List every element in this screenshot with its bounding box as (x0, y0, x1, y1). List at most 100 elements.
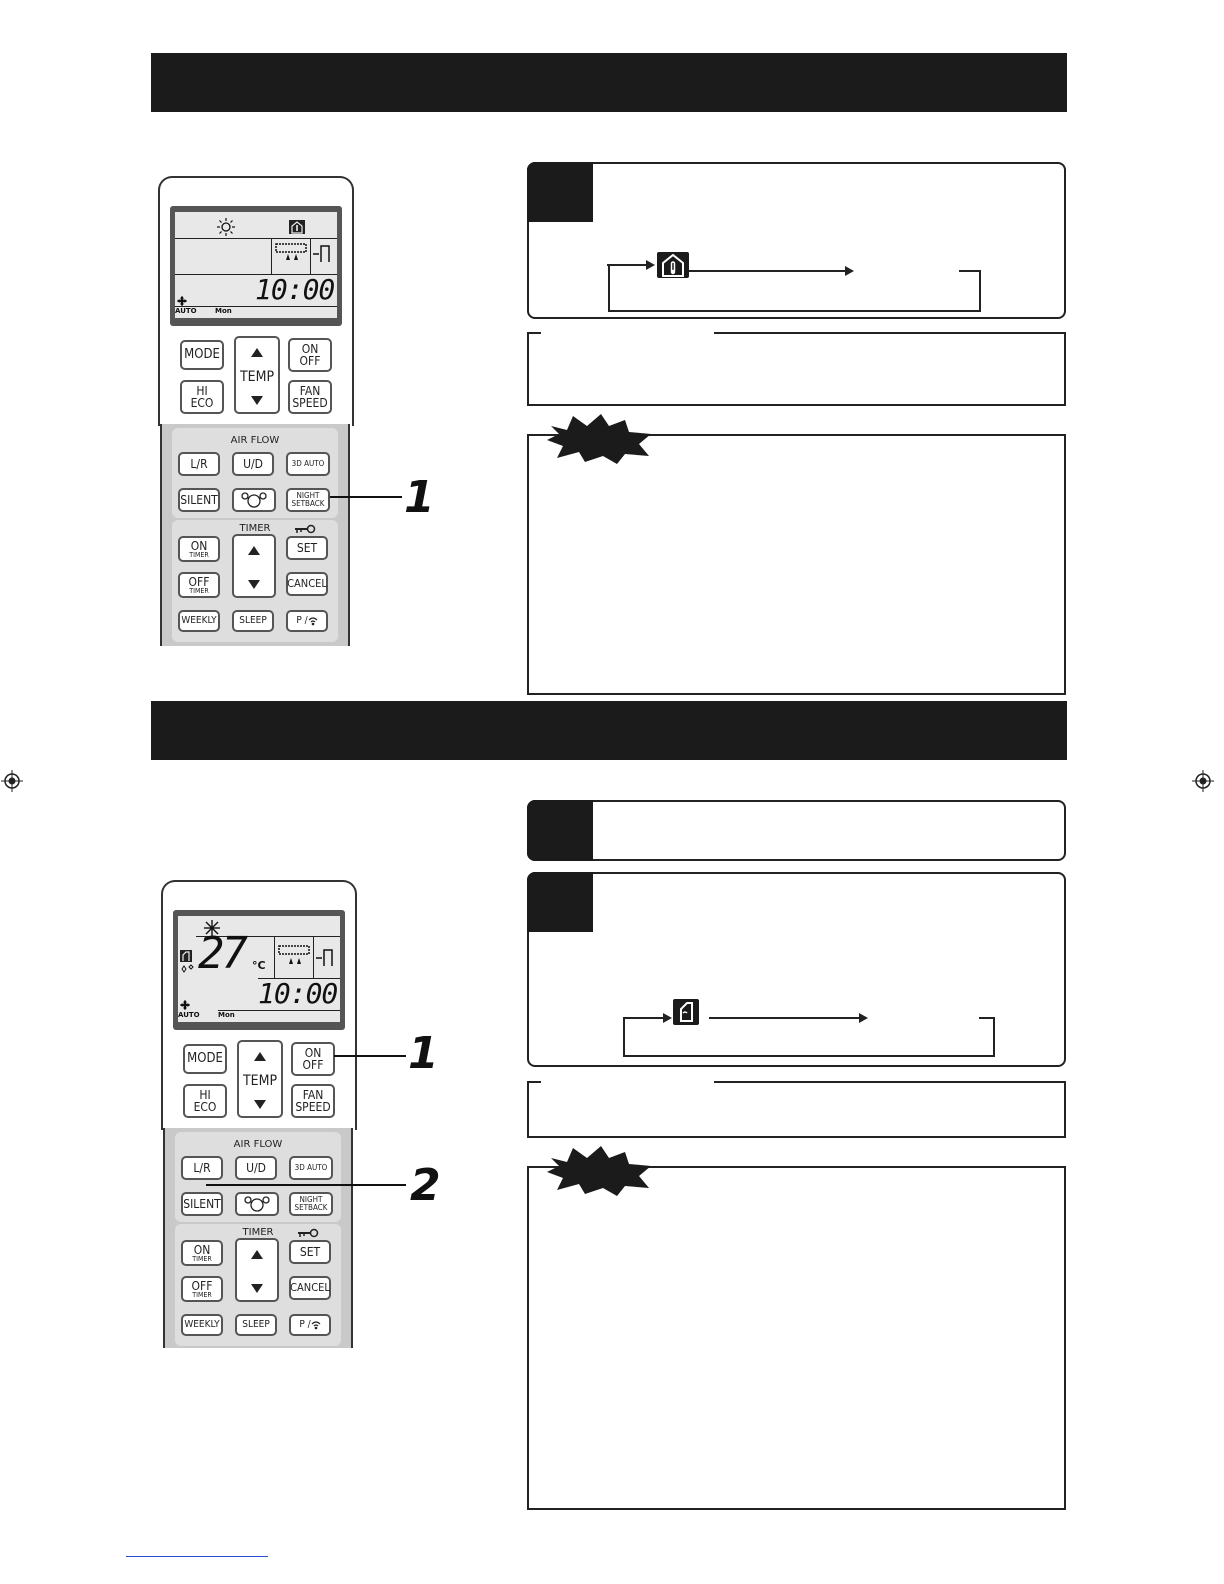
weekly-button[interactable]: WEEKLY (178, 610, 220, 632)
sleep-button[interactable]: SLEEP (235, 1314, 277, 1336)
signal-icon (311, 1321, 321, 1330)
fan-speed-button[interactable]: FAN SPEED (288, 380, 332, 414)
powerful-button[interactable] (232, 488, 276, 512)
eco-label: ECO (193, 1100, 217, 1114)
on-timer-sub: TIMER (192, 1254, 212, 1263)
ion-icon (181, 964, 194, 973)
day-label: Mon (215, 307, 232, 315)
fan-auto-label: AUTO (175, 307, 197, 315)
fan-speed-button[interactable]: FAN SPEED (291, 1084, 335, 1118)
silent-icon (673, 999, 699, 1025)
powerful-button[interactable] (235, 1192, 279, 1216)
3d-auto-button[interactable]: 3D AUTO (289, 1156, 333, 1180)
program-label: P / (299, 1319, 311, 1330)
on-timer-label: ON (193, 1242, 211, 1257)
off-timer-label: OFF (191, 1278, 213, 1293)
registration-mark-right-icon (1192, 770, 1214, 792)
temp-rocker[interactable]: TEMP (237, 1040, 283, 1118)
temp-down-icon[interactable] (254, 1100, 266, 1109)
timer-up-icon[interactable] (251, 1250, 263, 1259)
timer-label: TIMER (242, 1227, 274, 1238)
registration-mark-left-icon (1, 770, 23, 792)
set-button[interactable]: SET (286, 536, 328, 560)
footer-rule (126, 1556, 268, 1557)
section-header-bottom (151, 701, 1067, 760)
temp-down-icon[interactable] (251, 396, 263, 405)
weekly-button[interactable]: WEEKLY (181, 1314, 223, 1336)
step-number-tab (527, 162, 593, 222)
off-timer-button[interactable]: OFF TIMER (181, 1276, 223, 1302)
lr-button[interactable]: L/R (181, 1156, 223, 1180)
program-button[interactable]: P / (289, 1314, 331, 1336)
silent-mode-icon (180, 950, 192, 962)
silent-button[interactable]: SILENT (178, 488, 220, 512)
key-icon (298, 1228, 319, 1238)
section-header-top (151, 53, 1067, 112)
lcd-clock: 10:00 (255, 273, 335, 306)
silent-button[interactable]: SILENT (181, 1192, 223, 1216)
on-off-button[interactable]: ON OFF (288, 338, 332, 372)
airflow-label: AIR FLOW (233, 1139, 283, 1150)
step-box-top-1 (527, 162, 1066, 319)
on-label: ON (304, 1046, 322, 1060)
temp-up-icon[interactable] (251, 348, 263, 357)
snowflake-icon (204, 920, 220, 936)
callout-line-bottom-1 (334, 1055, 406, 1057)
hi-eco-button[interactable]: HI ECO (180, 380, 224, 414)
fan-icon (180, 1000, 190, 1010)
temp-rocker[interactable]: TEMP (234, 336, 280, 414)
set-button[interactable]: SET (289, 1240, 331, 1264)
lr-button[interactable]: L/R (178, 452, 220, 476)
night-label: NIGHT (299, 1195, 323, 1204)
fan-label: FAN (299, 384, 321, 398)
powerful-icon (244, 1196, 270, 1212)
mode-button[interactable]: MODE (180, 340, 224, 370)
timer-down-icon[interactable] (251, 1284, 263, 1293)
sleep-button[interactable]: SLEEP (232, 610, 274, 632)
program-button[interactable]: P / (286, 610, 328, 632)
on-off-button[interactable]: ON OFF (291, 1042, 335, 1076)
temp-label: TEMP (239, 369, 275, 385)
night-label: NIGHT (296, 491, 320, 500)
night-setback-button[interactable]: NIGHT SETBACK (286, 488, 330, 512)
3d-auto-button[interactable]: 3D AUTO (286, 452, 330, 476)
timer-down-icon[interactable] (248, 580, 260, 589)
lcd-display: 10:00 AUTO Mon (170, 206, 342, 326)
on-label: ON (301, 342, 319, 356)
cancel-button[interactable]: CANCEL (286, 572, 328, 596)
off-timer-button[interactable]: OFF TIMER (178, 572, 220, 598)
hi-label: HI (196, 384, 208, 398)
cancel-button[interactable]: CANCEL (289, 1276, 331, 1300)
timer-rocker[interactable] (235, 1238, 279, 1302)
timer-panel: TIMER ON TIMER SET OFF TIMER CANCEL WEEK… (175, 1224, 341, 1346)
airflow-panel: AIR FLOW L/R U/D 3D AUTO SILENT NIGHT SE… (172, 428, 338, 518)
off-timer-sub: TIMER (189, 586, 209, 595)
on-timer-button[interactable]: ON TIMER (178, 536, 220, 562)
on-timer-button[interactable]: ON TIMER (181, 1240, 223, 1266)
temp-label: TEMP (242, 1073, 278, 1089)
unit-airflow-icon (271, 238, 311, 274)
off-label: OFF (299, 354, 321, 368)
timer-panel: TIMER ON TIMER SET OFF TIMER CANCEL WEEK… (172, 520, 338, 642)
lcd-temp-unit: °C (252, 959, 266, 972)
hi-eco-button[interactable]: HI ECO (183, 1084, 227, 1118)
on-timer-label: ON (190, 538, 208, 553)
timer-up-icon[interactable] (248, 546, 260, 555)
temp-up-icon[interactable] (254, 1052, 266, 1061)
house-thermometer-icon (289, 220, 305, 234)
mode-button[interactable]: MODE (183, 1044, 227, 1074)
lcd-display: 27 °C 10:00 (173, 910, 345, 1030)
lcd-temperature: 27 (198, 928, 248, 979)
timer-rocker[interactable] (232, 534, 276, 598)
callout-number-bottom-1: 1 (408, 1028, 439, 1079)
ud-button[interactable]: U/D (235, 1156, 277, 1180)
step-number-tab (527, 872, 593, 932)
night-setback-button[interactable]: NIGHT SETBACK (289, 1192, 333, 1216)
callout-line-top-1 (330, 496, 402, 498)
vane-icon (313, 245, 330, 262)
callout-number-top-1: 1 (404, 472, 435, 523)
ud-button[interactable]: U/D (232, 452, 274, 476)
vane-icon (316, 949, 333, 966)
step-box-bottom-2 (527, 872, 1066, 1067)
fan-auto-label: AUTO (178, 1011, 200, 1019)
